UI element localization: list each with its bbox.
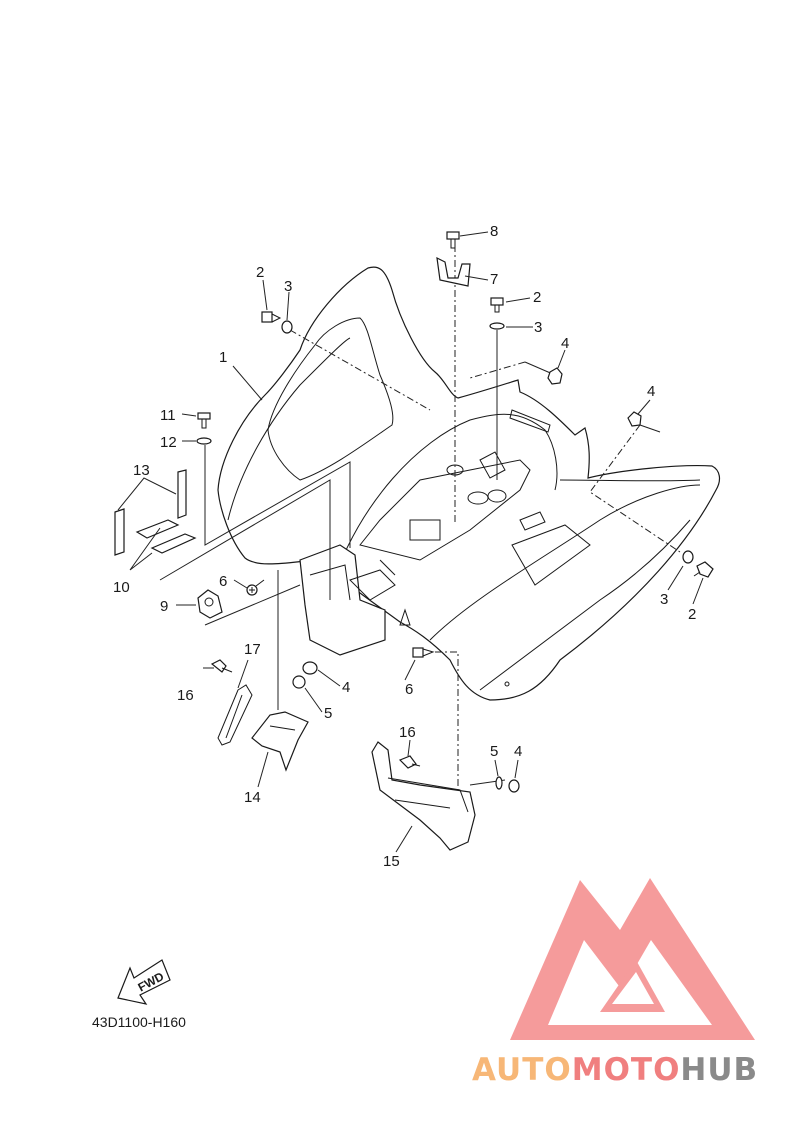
watermark-hub: HUB [680, 1052, 758, 1088]
watermark-logo [510, 878, 755, 1040]
mudflap-14 [251, 711, 309, 772]
callout-4-mid: 4 [342, 679, 350, 696]
washer-3-top-mid [489, 322, 505, 330]
callout-7: 7 [490, 271, 498, 288]
washer-5-mid [292, 675, 306, 689]
callout-17: 17 [244, 641, 261, 658]
bracket-7 [436, 256, 471, 287]
bolt-2-top-left [261, 311, 282, 323]
callout-2-top-left: 2 [256, 264, 264, 281]
bolt-8 [446, 231, 460, 249]
watermark-text: AUTOMOTOHUB [472, 1052, 758, 1088]
nut-4-top [547, 367, 563, 385]
callout-5-right: 5 [490, 743, 498, 760]
callout-2-right: 2 [688, 606, 696, 623]
callout-leaders [117, 231, 704, 853]
callout-6-left: 6 [219, 573, 227, 590]
callout-3-top-mid: 3 [534, 319, 542, 336]
bolt-2-top-mid [490, 297, 504, 313]
callout-9: 9 [160, 598, 168, 615]
callout-12: 12 [160, 434, 177, 451]
nut-4-right-bottom [508, 779, 520, 793]
watermark-moto: MOTO [572, 1052, 681, 1088]
diagram-code: 43D1100-H160 [92, 1014, 186, 1030]
callout-16-right: 16 [399, 724, 416, 741]
svg-text:AUTOMOTOHUB: AUTOMOTOHUB [472, 1052, 758, 1088]
callout-11: 11 [160, 407, 176, 424]
callout-6-right: 6 [405, 681, 413, 698]
washer-3-right [682, 550, 694, 564]
pad-10 [135, 519, 197, 554]
strap-17 [217, 684, 253, 746]
bolt-16-left [210, 659, 233, 673]
bolt-2-right [693, 561, 714, 578]
storage-box [299, 544, 396, 656]
callout-4-right-bottom: 4 [514, 743, 522, 760]
callout-2-top-mid: 2 [533, 289, 541, 306]
callout-10: 10 [113, 579, 130, 596]
pad-13 [114, 469, 187, 556]
callout-5-mid: 5 [324, 705, 332, 722]
callout-13: 13 [133, 462, 150, 479]
callout-15: 15 [383, 853, 400, 870]
bolt-6-right [412, 647, 435, 658]
nut-4-mid [302, 661, 318, 675]
fwd-arrow: FWD [117, 959, 171, 1005]
bolt-11 [197, 412, 211, 429]
callout-3-top-left: 3 [284, 278, 292, 295]
watermark-auto: AUTO [472, 1052, 572, 1088]
callout-labels: 1 2 3 8 7 2 3 4 4 3 2 11 12 13 10 6 9 16… [113, 223, 696, 870]
mudflap-15 [371, 741, 476, 851]
assembly-lines [159, 245, 681, 790]
washer-3-top-left [281, 320, 293, 334]
callout-4-right: 4 [647, 383, 655, 400]
callout-8: 8 [490, 223, 498, 240]
callout-16-left: 16 [177, 687, 194, 704]
washer-12 [196, 437, 212, 445]
callout-4-top: 4 [561, 335, 569, 352]
callout-1: 1 [219, 349, 227, 366]
bolt-16-right [398, 755, 421, 769]
nut-4-right [627, 411, 642, 427]
screw-6-left [246, 579, 265, 596]
washer-5-right [495, 776, 503, 790]
callout-3-right: 3 [660, 591, 668, 608]
callout-14: 14 [244, 789, 261, 806]
clip-9 [197, 589, 223, 619]
rear-fender [217, 266, 721, 701]
